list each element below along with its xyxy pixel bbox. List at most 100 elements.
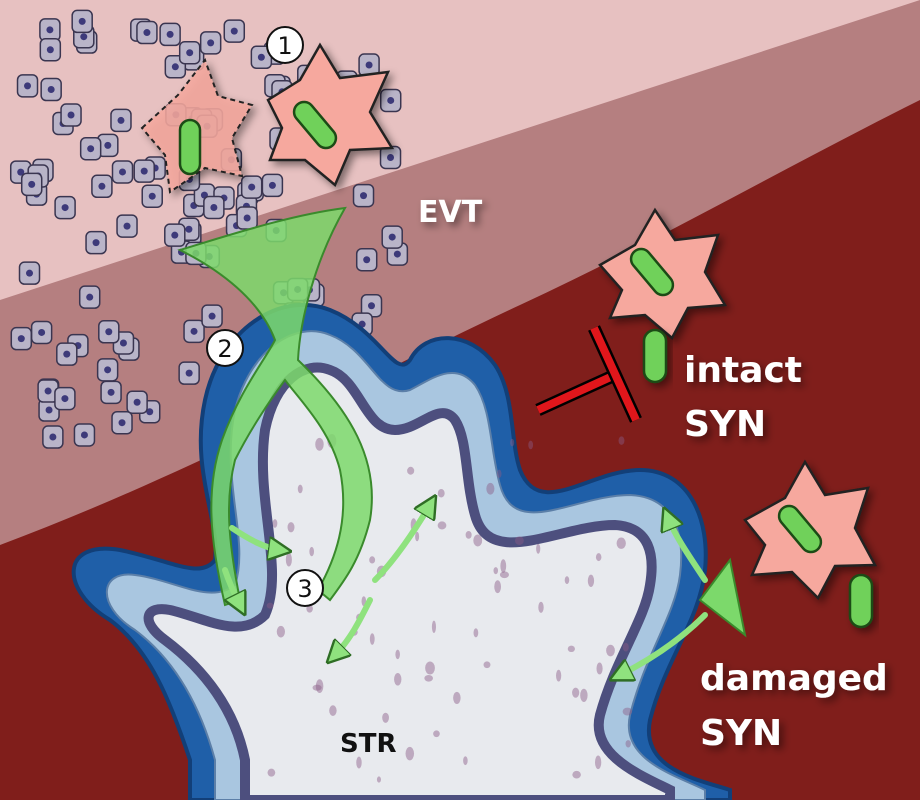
evt-cell-nucleus bbox=[367, 302, 375, 310]
stromal-nucleus bbox=[500, 559, 507, 573]
label-intact: intact bbox=[684, 350, 802, 391]
evt-cell-nucleus bbox=[268, 181, 276, 189]
step-marker-3: 3 bbox=[286, 569, 324, 607]
evt-cell-nucleus bbox=[46, 26, 54, 34]
evt-cell-nucleus bbox=[118, 168, 126, 176]
evt-cell-nucleus bbox=[388, 233, 396, 241]
stromal-nucleus bbox=[382, 712, 389, 723]
stromal-nucleus bbox=[622, 707, 633, 716]
stromal-nucleus bbox=[415, 531, 420, 542]
stromal-nucleus bbox=[407, 466, 415, 475]
evt-cell-nucleus bbox=[123, 222, 131, 230]
evt-cell-nucleus bbox=[208, 312, 216, 320]
evt-cell-nucleus bbox=[78, 17, 86, 25]
evt-cell-nucleus bbox=[67, 111, 75, 119]
stromal-nucleus bbox=[376, 776, 381, 783]
stromal-nucleus bbox=[312, 684, 322, 691]
evt-cell-nucleus bbox=[28, 180, 36, 188]
step-marker-1: 1 bbox=[266, 26, 304, 64]
evt-cell-nucleus bbox=[24, 82, 32, 90]
block-line bbox=[536, 371, 617, 414]
stromal-nucleus bbox=[572, 687, 580, 698]
infected-cell-upper bbox=[266, 42, 395, 188]
pathway-arrow bbox=[620, 612, 708, 675]
label-str: STR bbox=[340, 729, 396, 759]
stromal-nucleus bbox=[564, 576, 570, 584]
stromal-nucleus bbox=[538, 601, 544, 613]
stromal-nucleus bbox=[499, 571, 509, 579]
evt-cell-nucleus bbox=[119, 339, 127, 347]
free-bacterium-intact bbox=[642, 328, 668, 384]
evt-cell-nucleus bbox=[80, 431, 88, 439]
stromal-nucleus bbox=[572, 770, 581, 779]
stromal-nucleus bbox=[486, 482, 495, 495]
evt-cell-nucleus bbox=[190, 327, 198, 335]
evt-cell-nucleus bbox=[393, 250, 401, 258]
stromal-nucleus bbox=[309, 546, 315, 557]
stromal-nucleus bbox=[394, 673, 402, 686]
stromal-nucleus bbox=[315, 437, 324, 451]
stromal-nucleus bbox=[315, 679, 324, 693]
stromal-nucleus bbox=[453, 691, 461, 704]
evt-cell-nucleus bbox=[104, 366, 112, 374]
stromal-nucleus bbox=[431, 620, 436, 633]
pathway-arrow bbox=[372, 505, 430, 583]
evt-cell-nucleus bbox=[143, 29, 151, 37]
stromal-nucleus bbox=[424, 674, 433, 682]
stromal-nucleus bbox=[276, 625, 285, 638]
evt-cell-nucleus bbox=[207, 39, 215, 47]
evt-cell-nucleus bbox=[61, 395, 69, 403]
label-damaged-syn: SYN bbox=[700, 713, 782, 754]
stromal-nucleus bbox=[618, 436, 625, 445]
evt-cell-nucleus bbox=[140, 167, 148, 175]
block-bar bbox=[590, 326, 640, 422]
stromal-nucleus bbox=[356, 756, 362, 769]
stromal-nucleus bbox=[369, 556, 376, 564]
evt-cell-nucleus bbox=[118, 419, 126, 427]
pathway-arrow bbox=[222, 567, 240, 605]
stromal-nucleus bbox=[580, 688, 588, 703]
stromal-nucleus bbox=[437, 521, 447, 530]
stromal-nucleus bbox=[494, 580, 502, 594]
stromal-nucleus bbox=[473, 534, 483, 547]
pathway-arrow bbox=[229, 525, 280, 550]
evt-cell-nucleus bbox=[87, 145, 95, 153]
evt-cell-nucleus bbox=[86, 293, 94, 301]
evt-cell-nucleus bbox=[104, 141, 112, 149]
stromal-nucleus bbox=[437, 488, 445, 498]
bacterium bbox=[777, 504, 823, 554]
stromal-nucleus bbox=[493, 567, 499, 575]
bacterium bbox=[292, 100, 338, 150]
stromal-nucleus bbox=[329, 705, 337, 716]
evt-cell-nucleus bbox=[47, 86, 55, 94]
evt-cell-nucleus bbox=[146, 408, 154, 416]
stromal-nucleus bbox=[625, 740, 631, 748]
stromal-nucleus bbox=[267, 768, 276, 777]
block-symbol bbox=[535, 325, 642, 423]
stromal-nucleus bbox=[595, 553, 602, 562]
evt-cell-nucleus bbox=[363, 256, 371, 264]
stromal-nucleus bbox=[405, 746, 415, 761]
stromal-nucleus bbox=[622, 642, 629, 652]
green-spread-funnel bbox=[177, 206, 373, 607]
pathway-arrow bbox=[668, 518, 708, 583]
evt-cell-nucleus bbox=[148, 192, 156, 200]
evt-cell-nucleus bbox=[230, 27, 238, 35]
stromal-nucleus bbox=[536, 543, 541, 554]
evt-cell-nucleus bbox=[185, 369, 193, 377]
evt-cell-nucleus bbox=[98, 182, 106, 190]
step-number: 2 bbox=[217, 335, 232, 363]
evt-cell-nucleus bbox=[44, 387, 52, 395]
stromal-nucleus bbox=[510, 438, 515, 447]
evt-cell-nucleus bbox=[17, 168, 25, 176]
stromal-nucleus bbox=[514, 536, 524, 545]
evt-cell-nucleus bbox=[387, 96, 395, 104]
evt-cell-nucleus bbox=[17, 335, 25, 343]
stromal-nucleus bbox=[465, 530, 472, 539]
pathway-arrow bbox=[335, 597, 373, 655]
stromal-nucleus bbox=[473, 628, 479, 638]
evt-cell-nucleus bbox=[80, 33, 88, 41]
bacterium bbox=[629, 247, 675, 297]
evt-cell-nucleus bbox=[38, 328, 46, 336]
